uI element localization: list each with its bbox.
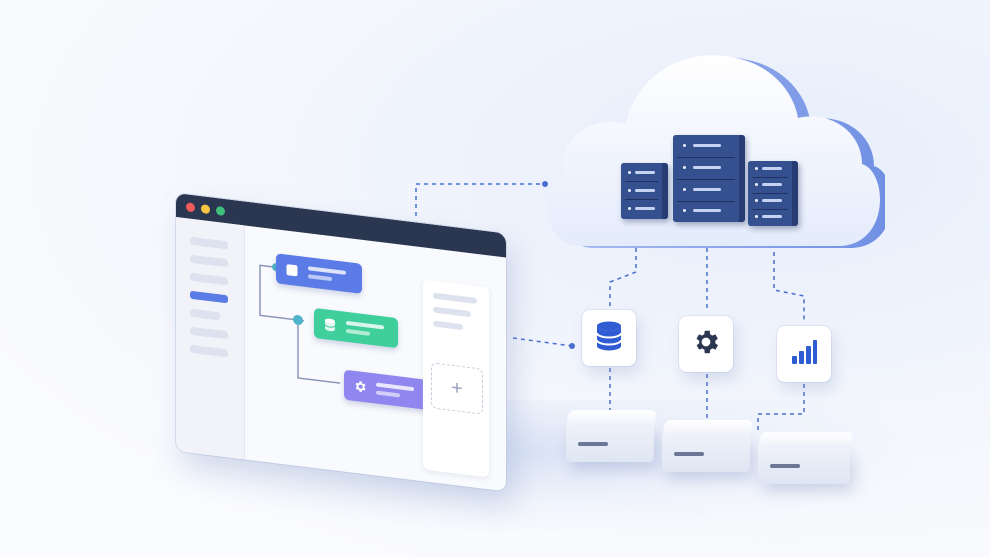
connector-window-cloud — [415, 183, 545, 216]
service-tile-settings[interactable] — [679, 316, 733, 372]
server-rack-right — [748, 161, 798, 226]
storage-box-right — [758, 432, 854, 484]
server-rack-left — [621, 163, 668, 219]
connector-dot — [542, 181, 548, 187]
plus-icon: + — [451, 376, 463, 400]
storage-box-center — [662, 420, 754, 472]
add-node-button[interactable]: + — [431, 362, 483, 415]
connector-cloud-analytics — [773, 252, 805, 322]
connector-cloud-database — [609, 248, 637, 308]
workflow-node-settings[interactable] — [344, 369, 428, 410]
bar-chart-icon — [790, 338, 818, 371]
gear-icon — [353, 379, 367, 395]
service-tile-analytics[interactable] — [777, 326, 831, 382]
server-rack-center — [673, 135, 745, 222]
properties-panel: + — [423, 279, 489, 478]
box-slot — [770, 464, 800, 468]
box-slot — [578, 442, 608, 446]
workflow-node-database[interactable] — [314, 307, 398, 349]
square-icon — [285, 262, 299, 278]
app-window: + — [176, 193, 506, 492]
gear-icon — [691, 327, 721, 362]
database-icon — [323, 317, 337, 333]
connector-analytics-box — [757, 384, 805, 430]
storage-box-left — [566, 410, 658, 462]
service-tile-database[interactable] — [582, 310, 636, 366]
connector-window-tile — [512, 337, 573, 347]
database-icon — [595, 321, 623, 356]
workflow-node-task[interactable] — [276, 253, 362, 294]
connector-dot — [569, 343, 575, 349]
box-slot — [674, 452, 704, 456]
